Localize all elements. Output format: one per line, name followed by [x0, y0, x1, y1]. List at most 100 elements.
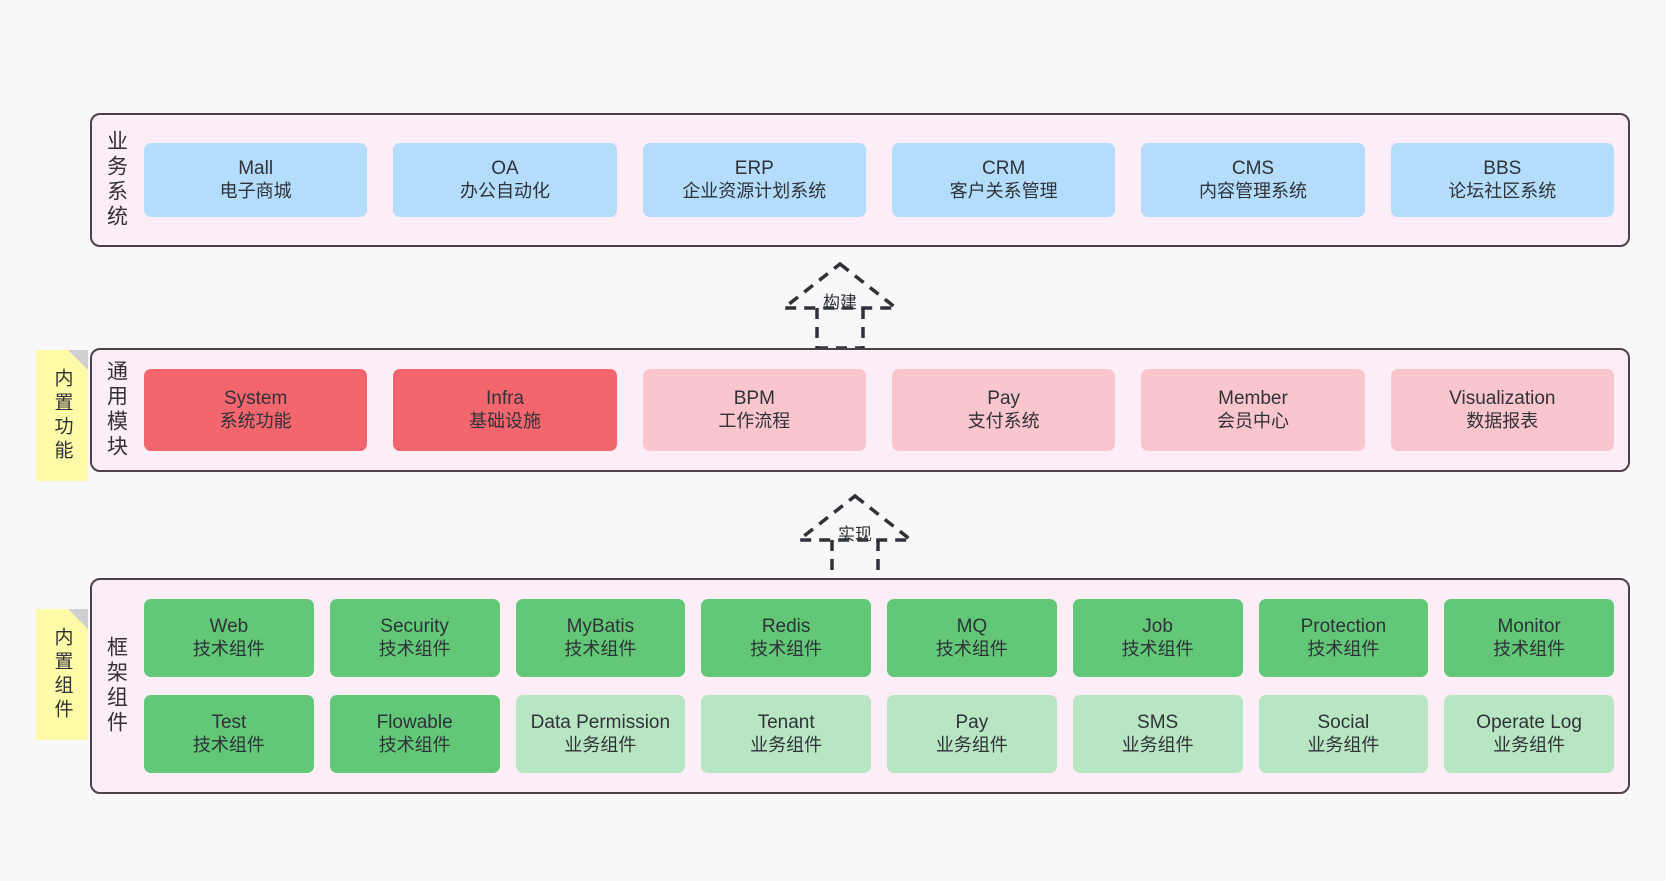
card-subtitle: 技术组件	[750, 638, 823, 659]
card-title: Social	[1317, 712, 1370, 734]
card-subtitle: 数据报表	[1466, 410, 1539, 431]
card-subtitle: 技术组件	[1493, 638, 1566, 659]
card-mybatis[interactable]: MyBatis 技术组件	[515, 599, 686, 677]
card-subtitle: 基础设施	[468, 410, 541, 431]
card-title: MQ	[956, 616, 988, 638]
card-cms[interactable]: CMS 内容管理系统	[1141, 143, 1365, 217]
card-title: MyBatis	[566, 616, 635, 638]
card-bpm[interactable]: BPM 工作流程	[642, 369, 866, 451]
folded-corner-icon	[68, 350, 88, 370]
card-title: Mall	[238, 158, 274, 180]
layer-body-framework-components: Web 技术组件 Security 技术组件 MyBatis 技术组件 Redi…	[140, 580, 1628, 792]
layer-framework-components: 框架组件 Web 技术组件 Security 技术组件 MyBatis 技术组件…	[90, 578, 1630, 794]
card-subtitle: 技术组件	[564, 638, 637, 659]
card-title: Pay	[987, 388, 1021, 410]
card-job[interactable]: Job 技术组件	[1072, 599, 1243, 677]
card-subtitle: 业务组件	[750, 734, 823, 755]
card-title: Security	[380, 616, 449, 638]
card-subtitle: 业务组件	[1307, 734, 1380, 755]
connector-build: 构建	[760, 258, 920, 350]
card-subtitle: 会员中心	[1216, 410, 1289, 431]
card-title: System	[223, 388, 288, 410]
card-subtitle: 企业资源计划系统	[682, 180, 827, 201]
card-flowable[interactable]: Flowable 技术组件	[329, 695, 500, 773]
sticky-note-label: 内置功能	[51, 367, 73, 464]
card-title: SMS	[1137, 712, 1179, 734]
card-erp[interactable]: ERP 企业资源计划系统	[642, 143, 866, 217]
card-row: Mall 电子商城 OA 办公自动化 ERP 企业资源计划系统 CRM 客户关系…	[144, 143, 1614, 217]
connector-implement: 实现	[775, 490, 935, 582]
card-title: ERP	[734, 158, 774, 180]
card-member[interactable]: Member 会员中心	[1141, 369, 1365, 451]
card-title: BPM	[733, 388, 775, 410]
card-social[interactable]: Social 业务组件	[1258, 695, 1429, 773]
layer-title-business-systems: 业务系统	[104, 130, 128, 230]
card-subtitle: 内容管理系统	[1198, 180, 1307, 201]
layer-body-common-modules: System 系统功能 Infra 基础设施 BPM 工作流程 Pay 支付系统…	[140, 350, 1628, 470]
card-subtitle: 支付系统	[967, 410, 1040, 431]
card-title: Visualization	[1449, 388, 1556, 410]
card-bbs[interactable]: BBS 论坛社区系统	[1390, 143, 1614, 217]
card-subtitle: 系统功能	[219, 410, 292, 431]
card-title: OA	[491, 158, 519, 180]
card-system[interactable]: System 系统功能	[144, 369, 368, 451]
sticky-note-builtin-features: 内置功能	[36, 350, 88, 481]
card-title: Monitor	[1497, 616, 1561, 638]
card-title: Test	[211, 712, 247, 734]
card-mall[interactable]: Mall 电子商城	[144, 143, 368, 217]
card-subtitle: 论坛社区系统	[1448, 180, 1557, 201]
card-oa[interactable]: OA 办公自动化	[393, 143, 617, 217]
layer-business-systems: 业务系统 Mall 电子商城 OA 办公自动化 ERP 企业资源计划系统 CRM…	[90, 113, 1630, 247]
card-visualization[interactable]: Visualization 数据报表	[1390, 369, 1614, 451]
card-tenant[interactable]: Tenant 业务组件	[701, 695, 871, 773]
card-subtitle: 技术组件	[378, 734, 451, 755]
card-test[interactable]: Test 技术组件	[144, 695, 314, 773]
card-row: Web 技术组件 Security 技术组件 MyBatis 技术组件 Redi…	[144, 599, 1614, 677]
card-mq[interactable]: MQ 技术组件	[887, 599, 1057, 677]
card-pay-module[interactable]: Pay 支付系统	[891, 369, 1116, 451]
card-subtitle: 办公自动化	[459, 180, 550, 201]
card-subtitle: 业务组件	[1121, 734, 1194, 755]
card-subtitle: 技术组件	[378, 638, 451, 659]
sticky-note-builtin-components: 内置组件	[36, 609, 88, 740]
card-subtitle: 技术组件	[1121, 638, 1194, 659]
card-row: Test 技术组件 Flowable 技术组件 Data Permission …	[144, 695, 1614, 773]
card-monitor[interactable]: Monitor 技术组件	[1444, 599, 1614, 677]
card-redis[interactable]: Redis 技术组件	[701, 599, 871, 677]
card-subtitle: 技术组件	[192, 638, 265, 659]
card-infra[interactable]: Infra 基础设施	[393, 369, 617, 451]
card-crm[interactable]: CRM 客户关系管理	[891, 143, 1116, 217]
card-title: Pay	[955, 712, 989, 734]
card-title: BBS	[1483, 158, 1522, 180]
card-subtitle: 技术组件	[935, 638, 1008, 659]
sticky-note-label: 内置组件	[51, 626, 73, 723]
card-title: Tenant	[757, 712, 815, 734]
card-subtitle: 技术组件	[192, 734, 265, 755]
card-web[interactable]: Web 技术组件	[144, 599, 314, 677]
card-row: System 系统功能 Infra 基础设施 BPM 工作流程 Pay 支付系统…	[144, 369, 1614, 451]
card-protection[interactable]: Protection 技术组件	[1258, 599, 1429, 677]
card-title: Redis	[761, 616, 811, 638]
card-subtitle: 业务组件	[935, 734, 1008, 755]
card-subtitle: 客户关系管理	[949, 180, 1058, 201]
layer-common-modules: 通用模块 System 系统功能 Infra 基础设施 BPM 工作流程 Pay…	[90, 348, 1630, 472]
card-title: Member	[1218, 388, 1288, 410]
card-subtitle: 业务组件	[1493, 734, 1566, 755]
card-security[interactable]: Security 技术组件	[329, 599, 500, 677]
card-title: Infra	[485, 388, 524, 410]
card-subtitle: 电子商城	[219, 180, 292, 201]
connector-label: 构建	[823, 293, 857, 312]
card-operate-log[interactable]: Operate Log 业务组件	[1444, 695, 1614, 773]
layer-title-common-modules: 通用模块	[104, 360, 128, 460]
card-title: Operate Log	[1476, 712, 1582, 734]
layer-body-business-systems: Mall 电子商城 OA 办公自动化 ERP 企业资源计划系统 CRM 客户关系…	[140, 115, 1628, 245]
card-sms[interactable]: SMS 业务组件	[1072, 695, 1243, 773]
card-title: Web	[209, 616, 249, 638]
card-data-permission[interactable]: Data Permission 业务组件	[515, 695, 686, 773]
card-title: Flowable	[376, 712, 453, 734]
card-subtitle: 业务组件	[564, 734, 637, 755]
card-pay-component[interactable]: Pay 业务组件	[887, 695, 1057, 773]
card-title: Job	[1142, 616, 1173, 638]
connector-label: 实现	[838, 525, 872, 544]
